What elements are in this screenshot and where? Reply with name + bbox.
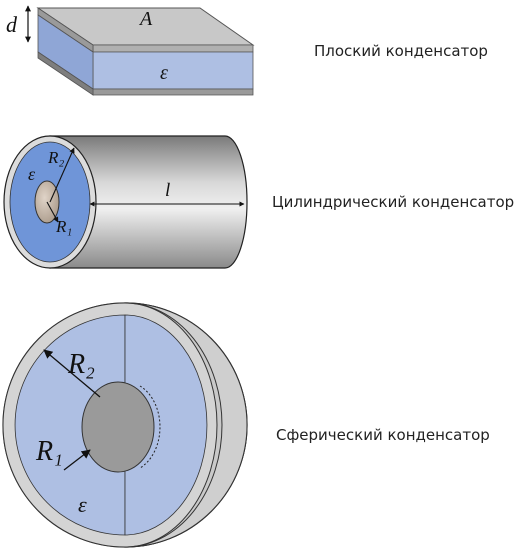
cylindrical-caption: Цилиндрический конденсатор — [272, 193, 515, 211]
dielectric-label-cyl: ε — [28, 164, 36, 184]
bottom-plate-side — [37, 51, 94, 96]
length-label: l — [165, 180, 170, 201]
inner-radius-arrow-sph — [63, 449, 91, 471]
outer-radius-label-cyl: R₂ — [47, 148, 64, 167]
outer-radius-label-sph: R₂ — [67, 349, 95, 380]
dielectric-front — [92, 51, 254, 90]
inner-radius-arrow — [46, 201, 59, 223]
outer-radius-arrow-sph — [43, 349, 101, 398]
parallel-plate-capacitor: d A ε — [6, 5, 255, 96]
dielectric-left — [14, 314, 126, 536]
dielectric-label-sph: ε — [78, 492, 87, 517]
outer-shell-band — [124, 302, 248, 548]
thickness-label: d — [6, 12, 18, 37]
inner-radius-label-sph: R₁ — [35, 436, 63, 467]
inner-sphere — [81, 381, 155, 473]
dielectric-right — [124, 314, 208, 536]
area-label: A — [138, 8, 153, 30]
parallel-plate-caption: Плоский конденсатор — [314, 42, 488, 60]
bottom-plate-front — [92, 88, 254, 96]
spherical-capacitor: R₂ R₁ ε — [2, 302, 248, 548]
outer-radius-arrow — [49, 147, 75, 203]
dielectric-label-plate: ε — [160, 62, 168, 84]
spherical-caption: Сферический конденсатор — [276, 426, 490, 444]
top-plate-front — [92, 44, 254, 53]
cylindrical-capacitor: l R₂ R₁ ε — [3, 135, 248, 269]
inner-radius-label-cyl: R₁ — [55, 217, 72, 236]
